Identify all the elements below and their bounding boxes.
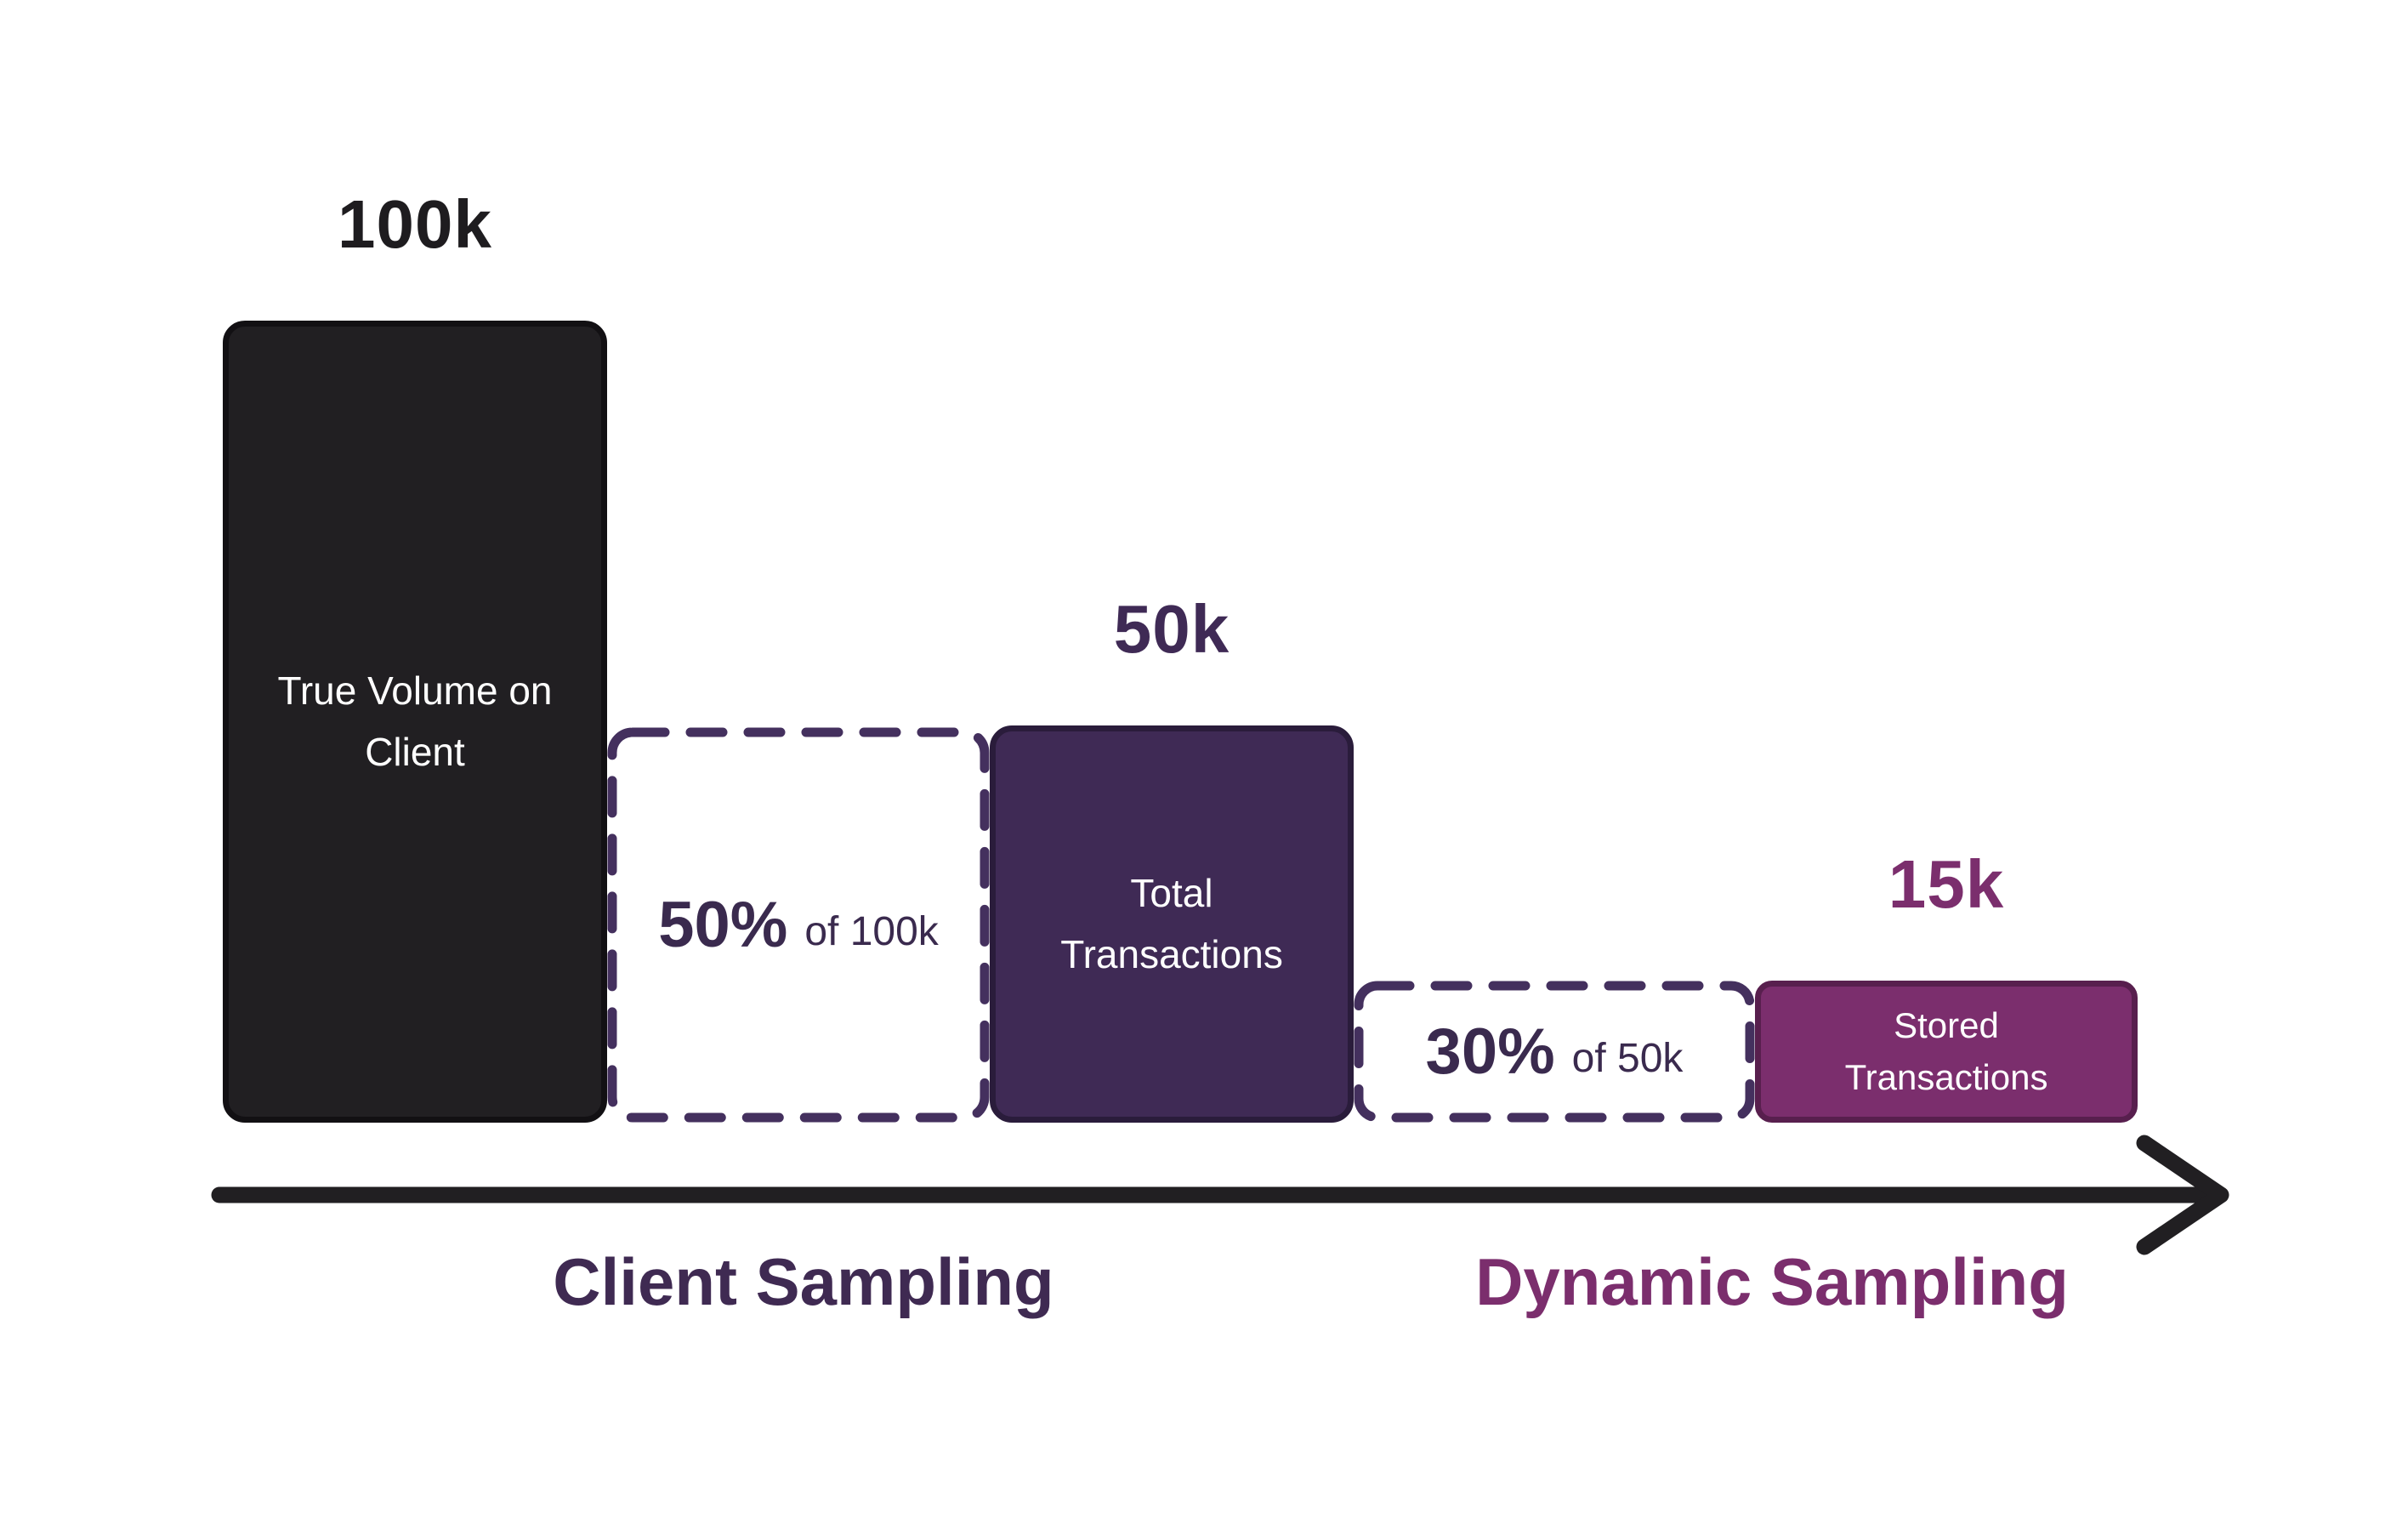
- stored-transactions-bar-label: Stored Transactions: [1844, 1004, 2048, 1097]
- total-transactions-bar-label: Total Transactions: [1060, 871, 1283, 976]
- client-sampling-rate-pct: 50%: [658, 889, 788, 961]
- total-transactions-bar: Total Transactions: [990, 725, 1354, 1123]
- client-sampling-rate-basis: of 100k: [804, 909, 939, 954]
- dynamic-sampling-rate-pct: 30%: [1425, 1015, 1555, 1088]
- dynamic-sampling-rate-box: 30% of 50k: [1354, 981, 1755, 1123]
- dynamic-sampling-phase-label: Dynamic Sampling: [1475, 1244, 2069, 1319]
- stored-transactions-value-label: 15k: [1888, 846, 2005, 922]
- dynamic-sampling-rate-basis: of 50k: [1571, 1036, 1684, 1081]
- flow-arrow-icon: [211, 1135, 2229, 1255]
- client-sampling-rate-box: 50% of 100k: [607, 727, 990, 1123]
- stored-transactions-bar: Stored Transactions: [1755, 981, 2138, 1123]
- dashed-border: [1354, 981, 1755, 1123]
- dashed-border: [607, 727, 990, 1123]
- total-transactions-value-label: 50k: [1113, 591, 1230, 667]
- true-volume-bar-label: True Volume on Client: [277, 668, 553, 774]
- true-volume-bar: True Volume on Client: [223, 321, 607, 1123]
- client-sampling-phase-label: Client Sampling: [553, 1244, 1054, 1319]
- true-volume-value-label: 100k: [338, 186, 492, 262]
